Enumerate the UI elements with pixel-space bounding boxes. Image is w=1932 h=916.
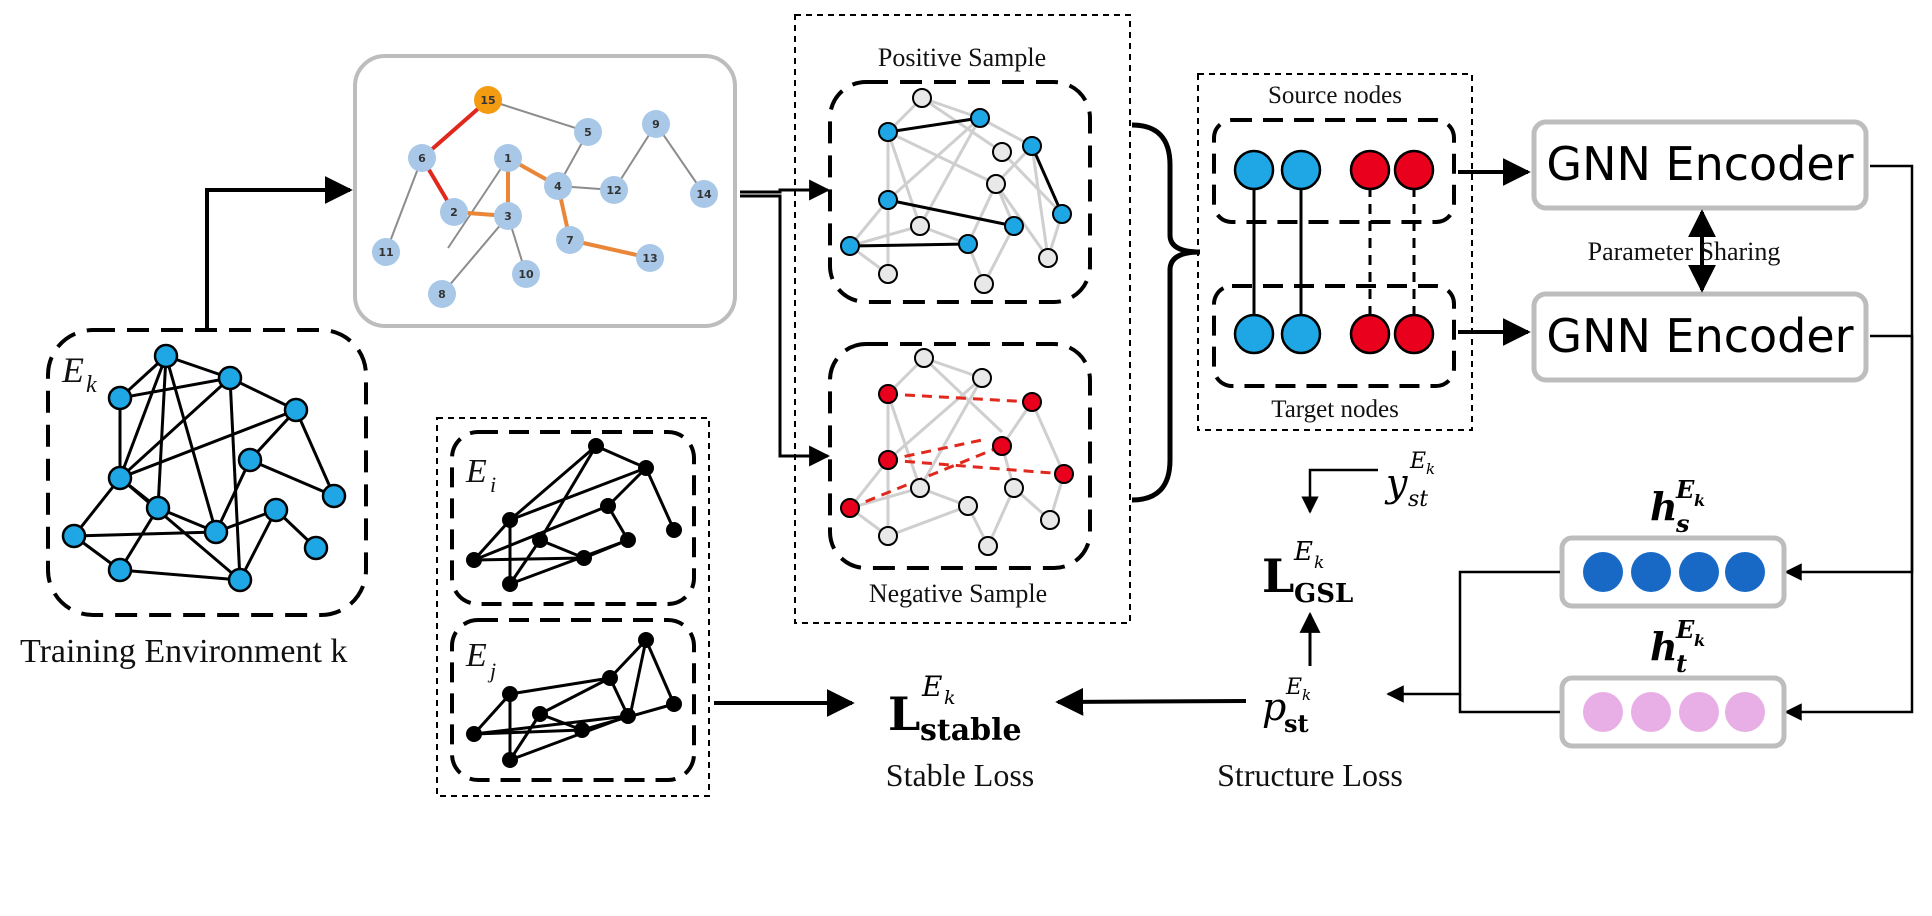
other-environments-panel: E i E — [436, 417, 710, 797]
svg-text:k: k — [1426, 460, 1435, 478]
stable-loss: L stable E k Stable Loss — [886, 670, 1034, 793]
ej-label: E — [465, 637, 487, 674]
svg-text:15: 15 — [480, 94, 495, 107]
svg-text:j: j — [487, 658, 496, 683]
training-environment-label: Training Environment k — [20, 633, 347, 670]
svg-text:13: 13 — [642, 252, 657, 265]
svg-text:k: k — [1302, 686, 1311, 704]
svg-text:6: 6 — [418, 152, 426, 165]
svg-text:k: k — [1314, 553, 1324, 573]
gnn-encoder-top: GNN Encoder — [1531, 119, 1869, 211]
svg-text:E: E — [1675, 475, 1695, 504]
structure-loss: y st E k L GSL E k p st E k Structure Lo… — [1217, 449, 1435, 793]
ei-label: E — [465, 453, 487, 490]
svg-text:GNN Encoder: GNN Encoder — [1546, 137, 1853, 191]
samples-panel: Positive Sample Negative Sample — [794, 14, 1131, 624]
svg-text:8: 8 — [438, 288, 446, 301]
svg-text:p: p — [1262, 685, 1286, 729]
svg-text:GSL: GSL — [1294, 579, 1353, 609]
svg-text:9: 9 — [652, 118, 660, 131]
svg-text:E: E — [1293, 537, 1313, 567]
training-environment-ek: E k Training Environment k — [20, 328, 368, 670]
svg-text:L: L — [1262, 549, 1294, 603]
arrow-y-to-lgsl — [1301, 468, 1378, 514]
arrow-to-negative — [740, 194, 831, 467]
svg-text:y: y — [1384, 461, 1408, 505]
svg-text:14: 14 — [696, 188, 712, 201]
structure-loss-label: Structure Loss — [1217, 757, 1403, 793]
svg-text:k: k — [944, 687, 956, 709]
h-t-embedding: h t E k — [1559, 615, 1787, 749]
svg-text:st: st — [1408, 487, 1428, 512]
stable-loss-label: Stable Loss — [886, 757, 1034, 793]
svg-text:k: k — [1694, 491, 1705, 510]
parameter-sharing-label: Parameter Sharing — [1588, 237, 1781, 266]
svg-text:st: st — [1284, 709, 1309, 738]
svg-text:i: i — [490, 472, 496, 497]
svg-text:s: s — [1675, 509, 1690, 538]
svg-text:7: 7 — [566, 234, 574, 247]
svg-text:h: h — [1650, 624, 1678, 669]
svg-text:E: E — [1675, 615, 1695, 644]
svg-text:5: 5 — [584, 126, 592, 139]
svg-text:10: 10 — [518, 268, 534, 281]
h-s-embedding: h s E k — [1559, 475, 1787, 609]
node-pairs-panel: Source nodes Target nodes — [1197, 73, 1473, 431]
svg-text:11: 11 — [378, 246, 393, 259]
ek-label: E — [61, 350, 84, 390]
svg-text:12: 12 — [606, 184, 621, 197]
arrow-p-to-stable — [1055, 687, 1247, 716]
arrow-hs-to-p — [1386, 570, 1560, 703]
arrow-ek-to-graph — [205, 176, 353, 330]
svg-text:h: h — [1650, 484, 1678, 529]
svg-text:4: 4 — [554, 180, 562, 193]
arrow-encoder-to-ht — [1784, 334, 1914, 721]
svg-text:stable: stable — [920, 713, 1022, 748]
svg-text:L: L — [888, 687, 920, 741]
gnn-encoder-bottom: GNN Encoder — [1531, 291, 1869, 383]
source-nodes-label: Source nodes — [1268, 82, 1402, 109]
svg-text:1: 1 — [504, 152, 512, 165]
svg-text:3: 3 — [504, 210, 512, 223]
example-graph-panel: 15 5 9 6 1 4 12 14 2 3 7 13 11 10 8 — [353, 54, 737, 328]
svg-text:E: E — [921, 670, 942, 703]
svg-text:GNN Encoder: GNN Encoder — [1546, 309, 1853, 363]
positive-sample-label: Positive Sample — [878, 43, 1046, 72]
target-nodes-label: Target nodes — [1271, 396, 1399, 423]
brace — [1131, 122, 1201, 503]
arrow-to-positive — [740, 179, 831, 201]
svg-text:t: t — [1676, 649, 1687, 678]
svg-text:E: E — [1285, 675, 1302, 700]
svg-text:k: k — [86, 372, 97, 398]
negative-sample-label: Negative Sample — [869, 579, 1047, 608]
svg-text:E: E — [1409, 449, 1426, 474]
arrow-ht-to-p — [1458, 694, 1560, 714]
svg-text:k: k — [1694, 631, 1705, 650]
svg-text:2: 2 — [450, 206, 458, 219]
